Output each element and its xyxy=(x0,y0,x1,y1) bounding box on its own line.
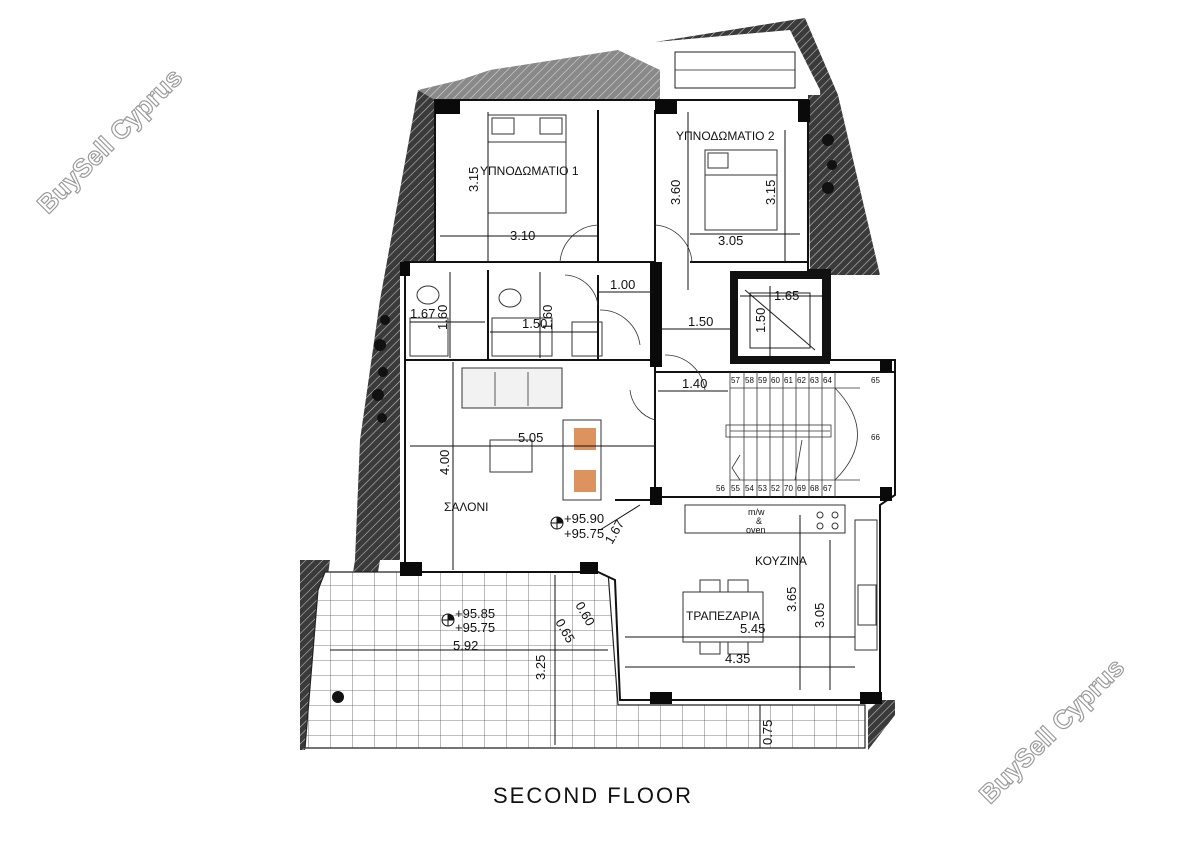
stair-number: 59 xyxy=(758,376,767,385)
dim-bath2-w: 1.50 xyxy=(522,316,547,331)
level-terrace-bottom: +95.75 xyxy=(455,620,495,635)
terrace-drain-icon xyxy=(332,691,344,703)
staircase xyxy=(725,372,860,497)
stair-number: 69 xyxy=(797,484,806,493)
dim-terrace-w: 5.92 xyxy=(453,638,478,653)
dim-bath1-h: 1.60 xyxy=(435,305,450,330)
dim-b1-width: 3.10 xyxy=(510,228,535,243)
toilet-2 xyxy=(498,288,522,308)
appliance-line-2: & xyxy=(756,516,762,526)
dim-bath1-w: 1.67 xyxy=(410,306,435,321)
stair-number: 66 xyxy=(871,433,880,442)
dim-stair-w: 1.40 xyxy=(682,376,707,391)
bottom-right-slab xyxy=(868,700,895,750)
stair-number: 67 xyxy=(823,484,832,493)
room-bedroom-2: ΥΠΝΟΔΩΜΑΤΙΟ 2 xyxy=(676,129,775,143)
dim-living-h: 4.00 xyxy=(437,450,452,475)
dim-b1-height: 3.15 xyxy=(466,167,481,192)
appliance-line-3: oven xyxy=(746,525,766,535)
dim-dining-w1: 5.45 xyxy=(740,621,765,636)
stair-number: 52 xyxy=(771,484,780,493)
dim-dining-w2: 4.35 xyxy=(725,651,750,666)
dining-table xyxy=(682,591,764,643)
stair-number: 60 xyxy=(771,376,780,385)
dim-kitchen-h1: 3.65 xyxy=(784,587,799,612)
watermark-bottom-right: BuySell Cyprus xyxy=(973,652,1130,809)
dim-lift-w: 1.65 xyxy=(774,288,799,303)
washer xyxy=(571,321,603,357)
stair-number: 53 xyxy=(758,484,767,493)
stair-number: 61 xyxy=(784,376,793,385)
stair-number: 55 xyxy=(731,484,740,493)
stair-number: 54 xyxy=(745,484,754,493)
dim-b2-width: 3.05 xyxy=(718,233,743,248)
dimension-lines xyxy=(330,112,855,748)
appliance-line-1: m/w xyxy=(748,507,765,517)
dim-corridor-h: 3.60 xyxy=(668,180,683,205)
toilet-1 xyxy=(416,285,440,305)
dim-b2-height: 3.15 xyxy=(763,180,778,205)
top-right-slab xyxy=(655,18,862,270)
stair-number: 70 xyxy=(784,484,793,493)
dim-kitchen-h2: 3.05 xyxy=(812,603,827,628)
sofa xyxy=(461,367,563,409)
bed-2 xyxy=(704,149,778,231)
watermark-top-left: BuySell Cyprus xyxy=(31,62,188,219)
shower-1 xyxy=(409,317,449,357)
stair-number: 57 xyxy=(731,376,740,385)
right-hatched-slab xyxy=(810,95,880,275)
top-hatched-slab xyxy=(418,50,660,100)
interior-walls xyxy=(405,110,895,573)
coffee-table xyxy=(489,439,533,473)
level-living-top: +95.90 xyxy=(564,511,604,526)
plants-left xyxy=(372,315,390,423)
room-bedroom-1: ΥΠΝΟΔΩΜΑΤΙΟ 1 xyxy=(480,164,579,178)
stair-number: 63 xyxy=(810,376,819,385)
dim-bath2-h: 1.60 xyxy=(540,305,555,330)
level-living-bottom: +95.75 xyxy=(564,526,604,541)
stair-number: 56 xyxy=(716,484,725,493)
dim-lift-h: 1.50 xyxy=(753,308,768,333)
left-hatched-slab xyxy=(330,90,435,720)
dim-terrace-h: 3.25 xyxy=(533,655,548,680)
dim-living-w: 5.05 xyxy=(518,430,543,445)
room-kitchen: ΚΟΥΖΙΝΑ xyxy=(755,554,807,568)
stair-numbers-top: 57 58 59 60 61 62 63 64 65 66 xyxy=(731,376,880,442)
plants-right xyxy=(822,134,837,194)
stair-number: 64 xyxy=(823,376,832,385)
column-blocks xyxy=(400,100,892,704)
bed-1 xyxy=(487,114,567,214)
level-terrace-top: +95.85 xyxy=(455,606,495,621)
stair-number: 62 xyxy=(797,376,806,385)
sink xyxy=(857,584,877,626)
building-body xyxy=(404,99,896,701)
dim-lobby-w: 1.50 xyxy=(688,314,713,329)
room-living: ΣΑΛΟΝΙ xyxy=(444,500,489,514)
dim-bottom-h: 0.75 xyxy=(760,720,775,745)
stair-number: 58 xyxy=(745,376,754,385)
stair-number: 65 xyxy=(871,376,880,385)
stair-number: 68 xyxy=(810,484,819,493)
stair-numbers-bottom: 56 55 54 53 52 70 69 68 67 xyxy=(716,484,832,493)
dim-hall-w: 1.00 xyxy=(610,277,635,292)
plan-title: SECOND FLOOR xyxy=(493,783,693,808)
shower-2 xyxy=(491,317,553,357)
room-dining: ΤΡΑΠΕΖΑΡΙΑ xyxy=(686,609,760,623)
